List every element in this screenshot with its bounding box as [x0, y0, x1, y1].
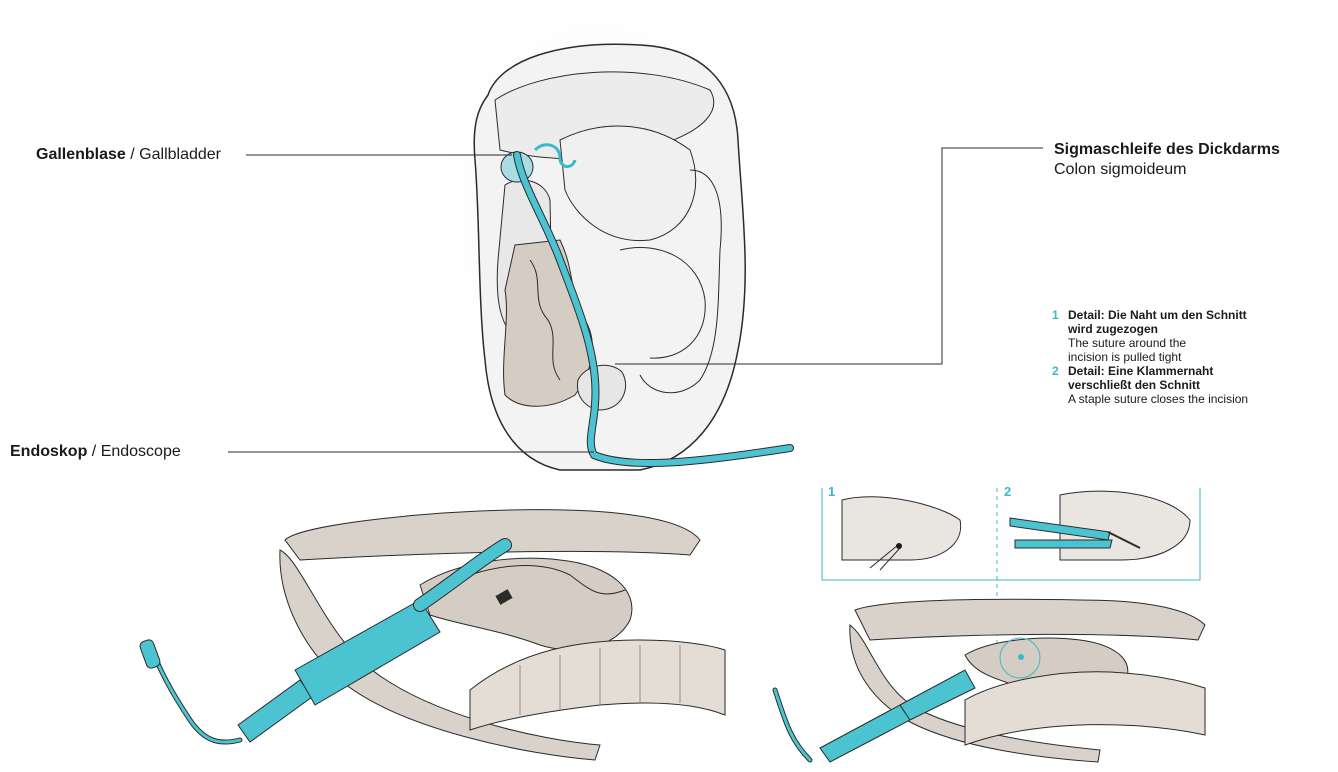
- label-sigmoid-en: Colon sigmoideum: [1054, 160, 1280, 180]
- label-sigmoid-de: Sigmaschleife des Dickdarms: [1054, 141, 1280, 158]
- label-gallbladder-sep: /: [126, 146, 139, 163]
- abdomen-illustration: [433, 5, 790, 475]
- detail-number-2: 2: [1004, 484, 1011, 499]
- legend-desc-1: The suture around the incision is pulled…: [1068, 336, 1248, 364]
- section-right: [775, 599, 1205, 762]
- legend-desc-2: A staple suture closes the incision: [1068, 392, 1248, 406]
- label-gallbladder: Gallenblase / Gallbladder: [36, 145, 221, 165]
- label-endoscope-en: Endoscope: [101, 443, 181, 460]
- section-left: [139, 510, 725, 760]
- legend-title-2: Detail: Eine Klammernaht verschließt den…: [1068, 364, 1248, 392]
- detail-legend: 1 Detail: Die Naht um den Schnitt wird z…: [1052, 308, 1248, 406]
- legend-number-1: 1: [1052, 308, 1059, 322]
- label-sigmoid: Sigmaschleife des Dickdarms Colon sigmoi…: [1054, 140, 1280, 180]
- label-gallbladder-de: Gallenblase: [36, 146, 126, 163]
- legend-number-2: 2: [1052, 364, 1059, 378]
- legend-item-1: 1 Detail: Die Naht um den Schnitt wird z…: [1052, 308, 1248, 364]
- label-endoscope: Endoskop / Endoscope: [10, 442, 181, 462]
- label-gallbladder-en: Gallbladder: [139, 146, 221, 163]
- legend-item-2: 2 Detail: Eine Klammernaht verschließt d…: [1052, 364, 1248, 406]
- label-endoscope-de: Endoskop: [10, 443, 87, 460]
- label-endoscope-sep: /: [87, 443, 100, 460]
- detail-number-1: 1: [828, 484, 835, 499]
- legend-title-1: Detail: Die Naht um den Schnitt wird zug…: [1068, 308, 1248, 336]
